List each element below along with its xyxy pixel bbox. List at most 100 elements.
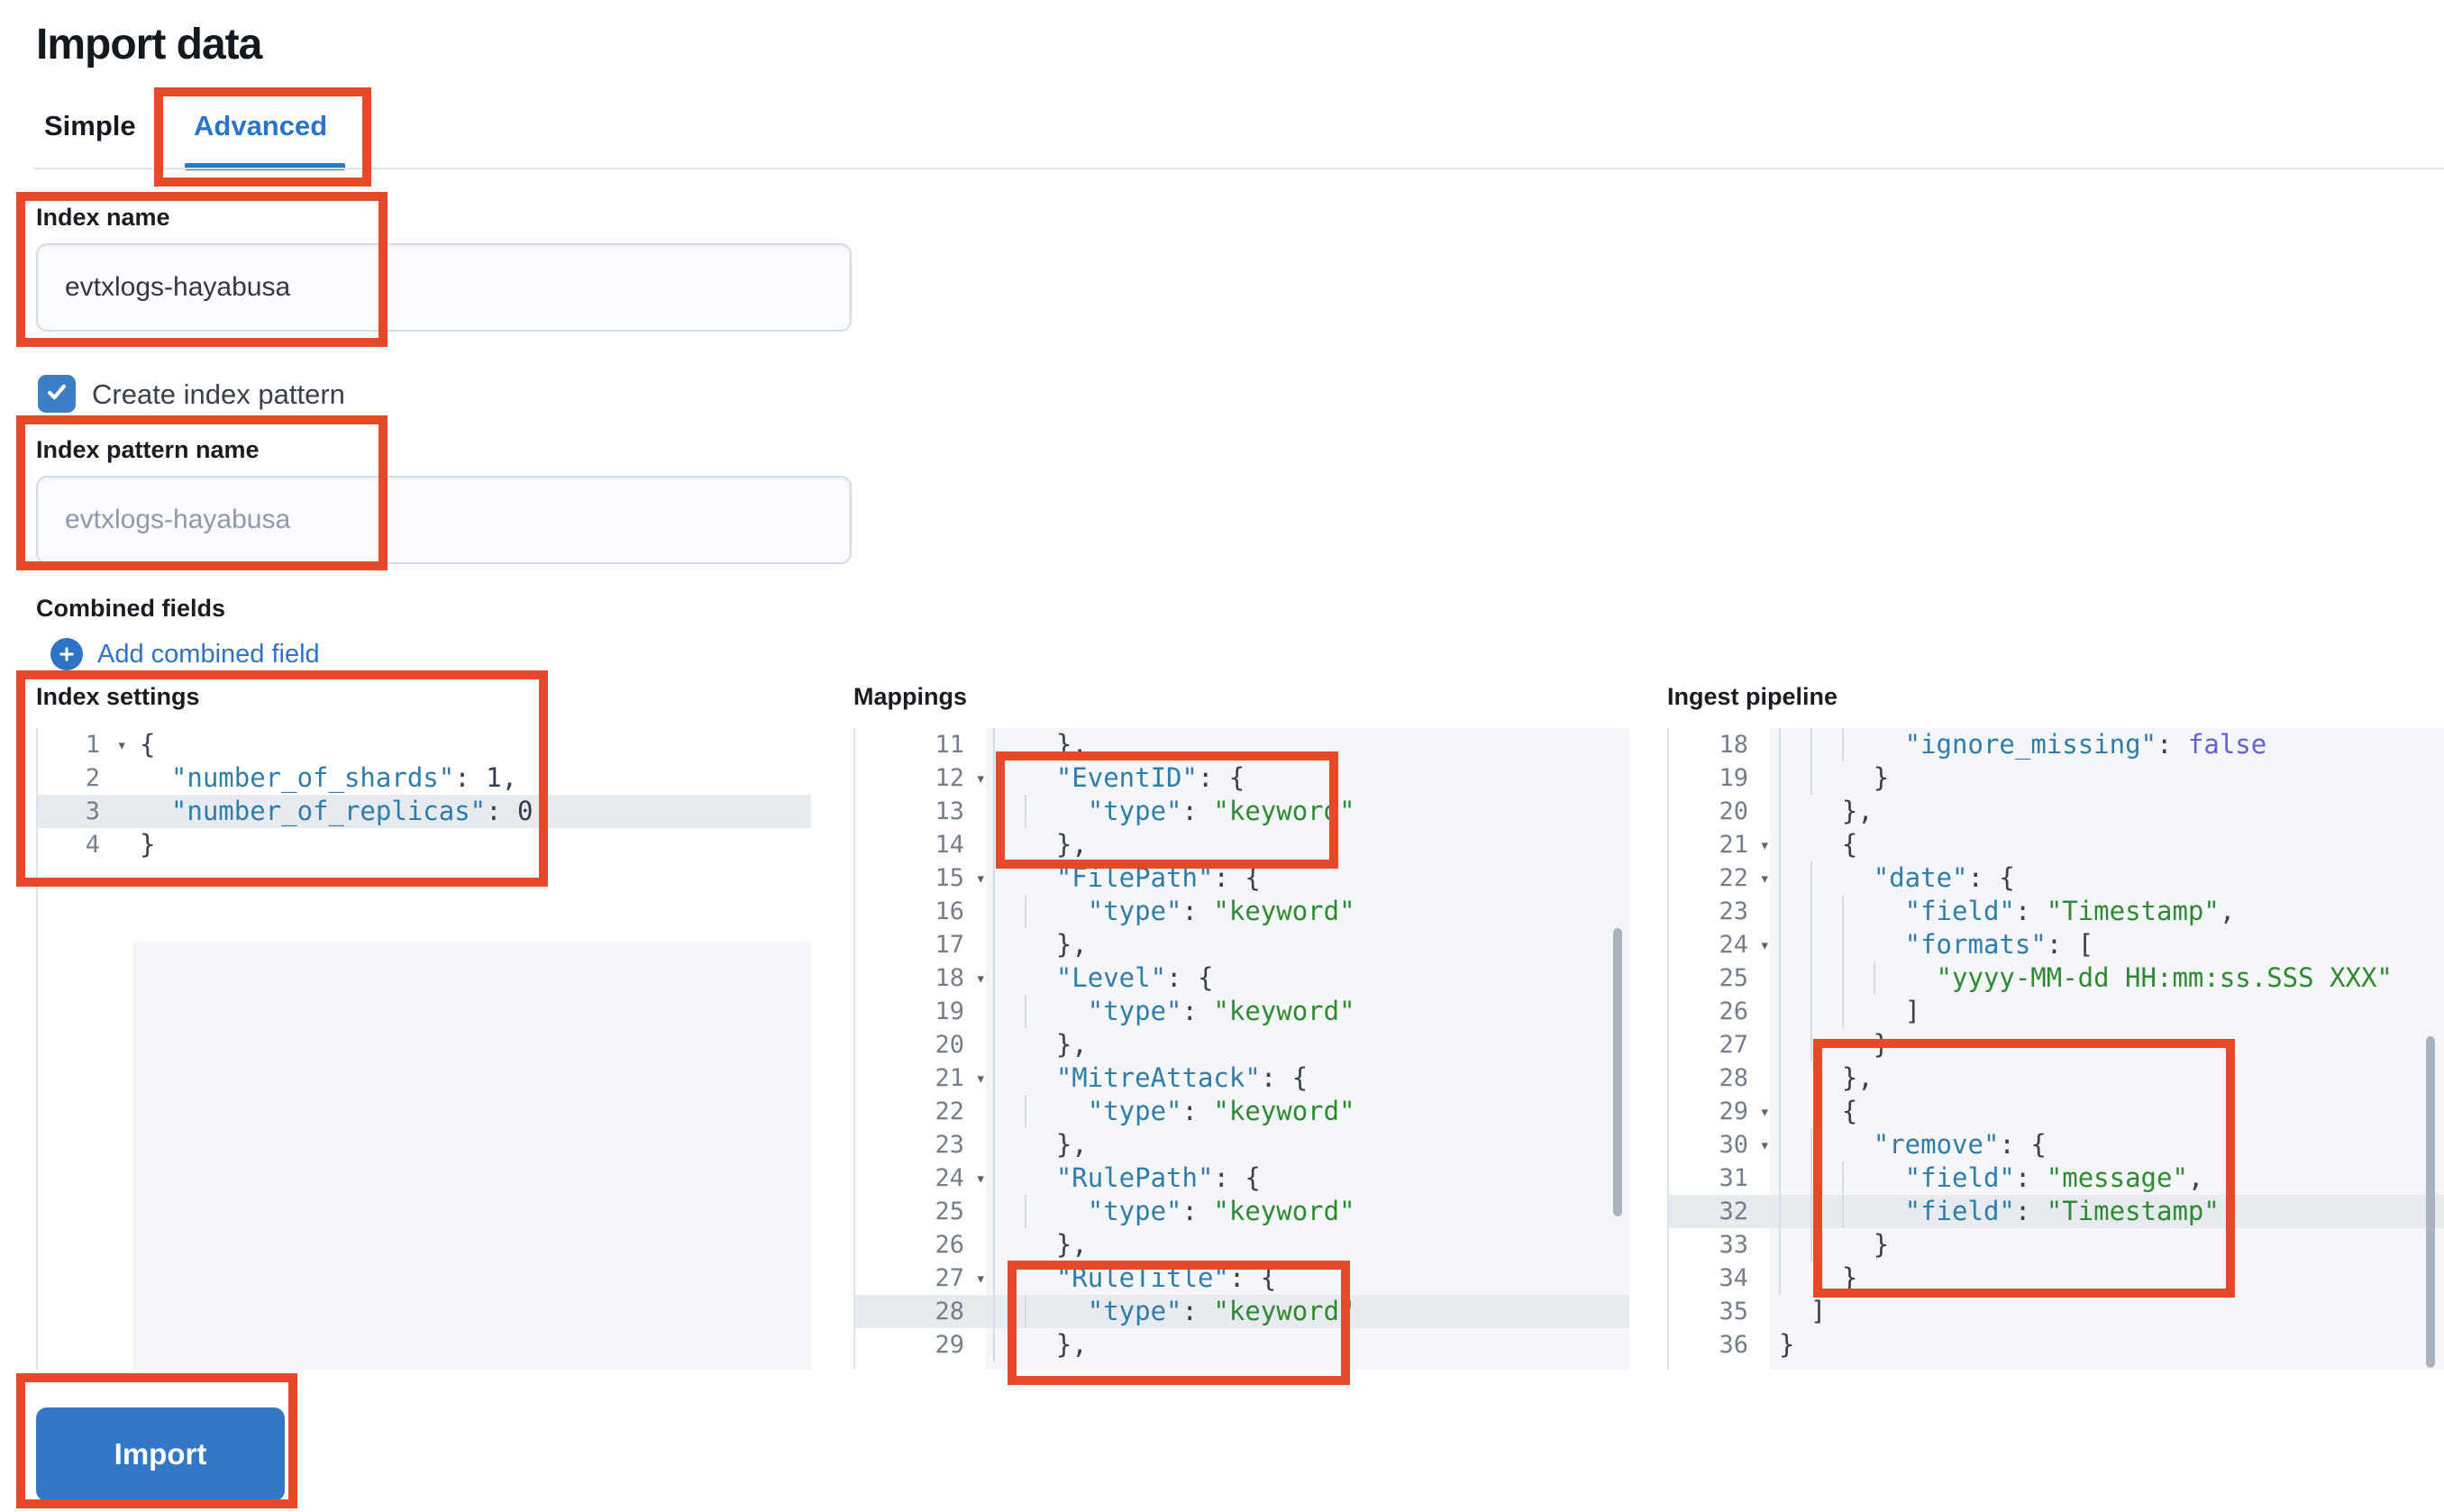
code-text: },	[986, 1328, 1088, 1362]
fold-arrow-icon[interactable]: ▾	[1759, 835, 1770, 855]
code-text: "RuleTitle": {	[986, 1262, 1276, 1295]
indent-guide	[993, 928, 1025, 961]
indent-guide	[1779, 1061, 1810, 1095]
fold-arrow-icon[interactable]: ▾	[975, 769, 986, 788]
checkmark-icon	[44, 379, 69, 409]
line-number: 1▾	[38, 728, 132, 761]
indent-guide	[1024, 1295, 1056, 1328]
create-index-pattern-checkbox[interactable]	[38, 375, 76, 413]
code-line: 14 },	[855, 828, 1629, 861]
indent-guide	[1810, 895, 1842, 928]
mappings-title: Mappings	[853, 683, 967, 710]
indent-guide	[993, 1028, 1025, 1061]
indent-guide	[993, 995, 1025, 1028]
code-line: 26 ]	[1669, 995, 2444, 1028]
plus-circle-icon	[50, 638, 83, 670]
line-number: 19	[935, 997, 964, 1025]
indent-guide	[993, 828, 1025, 861]
code-line: 22▾ "date": {	[1669, 861, 2444, 895]
fold-arrow-icon[interactable]: ▾	[975, 969, 986, 988]
code-line: 31 "field": "message",	[1669, 1161, 2444, 1195]
code-text: },	[1770, 1061, 1874, 1095]
code-line: 29▾ {	[1669, 1095, 2444, 1128]
code-text: "FilePath": {	[986, 861, 1261, 895]
fold-arrow-icon[interactable]: ▾	[975, 1269, 986, 1289]
indent-guide	[1873, 961, 1905, 995]
fold-arrow-icon[interactable]: ▾	[975, 1169, 986, 1189]
line-number: 26	[1719, 997, 1748, 1025]
code-text: "type": "keyword"	[986, 995, 1355, 1028]
code-content-background	[132, 728, 811, 942]
tab-simple[interactable]: Simple	[44, 110, 136, 141]
indent-guide	[1810, 995, 1842, 1028]
scrollbar-thumb[interactable]	[2426, 1036, 2435, 1368]
fold-arrow-icon[interactable]: ▾	[1759, 1102, 1770, 1122]
indent-guide	[1779, 728, 1810, 761]
code-line: 29 },	[855, 1328, 1629, 1362]
indent-guide	[993, 895, 1025, 928]
import-button[interactable]: Import	[36, 1407, 285, 1501]
code-text: }	[1779, 1329, 1795, 1360]
indent-guide	[1024, 1095, 1056, 1128]
indent-guide	[1779, 995, 1810, 1028]
mappings-editor[interactable]: 11 },12▾ "EventID": {13 "type": "keyword…	[853, 728, 1629, 1370]
code-line: 26 },	[855, 1228, 1629, 1262]
indent-guide	[1779, 1128, 1810, 1161]
line-number: 33	[1719, 1231, 1748, 1259]
fold-arrow-icon[interactable]: ▾	[1759, 1135, 1770, 1155]
ingest-pipeline-title: Ingest pipeline	[1667, 683, 1838, 710]
code-line: 23 "field": "Timestamp",	[1669, 895, 2444, 928]
code-text: "field": "Timestamp",	[1770, 895, 2235, 928]
fold-arrow-icon[interactable]: ▾	[1759, 869, 1770, 888]
indent-guide	[993, 1095, 1025, 1128]
fold-arrow-icon[interactable]: ▾	[975, 1069, 986, 1088]
code-text: }	[1770, 1028, 1889, 1061]
indent-guide	[1024, 1195, 1056, 1228]
indent-guide	[1810, 961, 1842, 995]
code-text: "RulePath": {	[986, 1161, 1261, 1195]
indent-guide	[993, 1295, 1025, 1328]
line-number: 18▾	[855, 961, 986, 995]
line-number: 11	[935, 731, 964, 759]
add-combined-field-link[interactable]: Add combined field	[50, 638, 320, 670]
code-text: },	[986, 928, 1088, 961]
code-text: "formats": [	[1770, 928, 2093, 961]
code-line: 20 },	[855, 1028, 1629, 1061]
fold-arrow-icon[interactable]: ▾	[116, 735, 127, 755]
code-text: {	[1770, 1095, 1857, 1128]
code-text: }	[1770, 1262, 1857, 1295]
fold-arrow-icon[interactable]: ▾	[975, 869, 986, 888]
code-text: }	[1770, 1228, 1889, 1262]
code-line: 21▾ "MitreAttack": {	[855, 1061, 1629, 1095]
line-number: 34	[1719, 1264, 1748, 1292]
line-number: 31	[1719, 1164, 1748, 1192]
line-number: 23	[1719, 897, 1748, 925]
tab-advanced[interactable]: Advanced	[194, 110, 328, 141]
create-index-pattern-label: Create index pattern	[92, 378, 345, 410]
gutter-background	[1669, 728, 1770, 1370]
indent-guide	[1779, 861, 1810, 895]
index-settings-editor[interactable]: 1▾{2 "number_of_shards": 1,3 "number_of_…	[36, 728, 811, 1370]
code-line: 16 "type": "keyword"	[855, 895, 1629, 928]
indent-guide	[993, 728, 1025, 761]
indent-guide	[993, 1161, 1025, 1195]
code-line: 25 "yyyy-MM-dd HH:mm:ss.SSS XXX"	[1669, 961, 2444, 995]
line-number: 2	[85, 764, 100, 792]
fold-arrow-icon[interactable]: ▾	[1759, 935, 1770, 955]
code-line: 27 }	[1669, 1028, 2444, 1061]
line-number: 3	[85, 797, 100, 825]
code-line: 2 "number_of_shards": 1,	[38, 761, 811, 795]
line-number: 14	[935, 831, 964, 859]
code-text: "number_of_replicas": 0	[170, 796, 533, 826]
code-line: 13 "type": "keyword"	[855, 795, 1629, 828]
index-pattern-name-input[interactable]	[36, 476, 852, 564]
line-number: 21▾	[855, 1061, 986, 1095]
index-name-input[interactable]	[36, 243, 852, 332]
code-text: "EventID": {	[986, 761, 1245, 795]
scrollbar-thumb[interactable]	[1613, 928, 1622, 1216]
code-text: {	[1770, 828, 1857, 861]
line-number: 25	[935, 1198, 964, 1225]
code-line: 24▾ "formats": [	[1669, 928, 2444, 961]
